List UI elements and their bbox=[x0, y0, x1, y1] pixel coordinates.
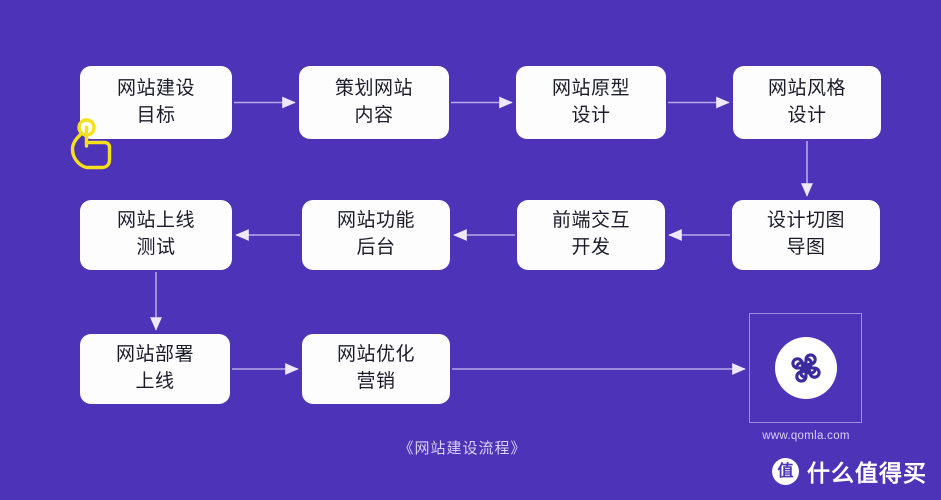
node-label: 网站部署 上线 bbox=[115, 344, 194, 392]
node-label: 网站上线 测试 bbox=[116, 210, 195, 258]
node-style-design[interactable]: 网站风格 设计 bbox=[733, 66, 881, 139]
node-optimization-marketing[interactable]: 网站优化 营销 bbox=[302, 334, 450, 404]
node-label: 网站优化 营销 bbox=[336, 344, 415, 392]
node-label: 网站风格 设计 bbox=[767, 77, 846, 126]
node-label: 设计切图 导图 bbox=[766, 210, 845, 258]
qomla-logo-icon bbox=[774, 337, 837, 399]
diagram-caption: 《网站建设流程》 bbox=[0, 437, 941, 458]
diagram-caption-text: 《网站建设流程》 bbox=[398, 440, 527, 457]
node-plan-content[interactable]: 策划网站 内容 bbox=[299, 66, 449, 139]
node-frontend-development[interactable]: 前端交互 开发 bbox=[517, 200, 665, 270]
node-label: 前端交互 开发 bbox=[551, 210, 630, 258]
watermark-text: 什么值得买 bbox=[807, 460, 927, 486]
node-backend-function[interactable]: 网站功能 后台 bbox=[302, 200, 450, 270]
node-label: 策划网站 内容 bbox=[334, 77, 413, 126]
node-launch-testing[interactable]: 网站上线 测试 bbox=[80, 200, 232, 270]
watermark-badge: 值 bbox=[772, 457, 799, 485]
logo-url-text: www.qomla.com bbox=[762, 430, 850, 442]
watermark: 值 什么值得买 bbox=[772, 454, 927, 488]
node-label: 网站功能 后台 bbox=[336, 210, 415, 258]
node-deployment[interactable]: 网站部署 上线 bbox=[80, 334, 230, 404]
tap-hand-cursor-icon bbox=[66, 116, 118, 174]
node-design-slicing[interactable]: 设计切图 导图 bbox=[732, 200, 880, 270]
node-website-goal[interactable]: 网站建设 目标 bbox=[80, 66, 232, 139]
node-label: 网站建设 目标 bbox=[116, 77, 195, 126]
node-label: 网站原型 设计 bbox=[551, 77, 630, 126]
logo-frame bbox=[749, 313, 862, 423]
node-prototype-design[interactable]: 网站原型 设计 bbox=[516, 66, 666, 139]
